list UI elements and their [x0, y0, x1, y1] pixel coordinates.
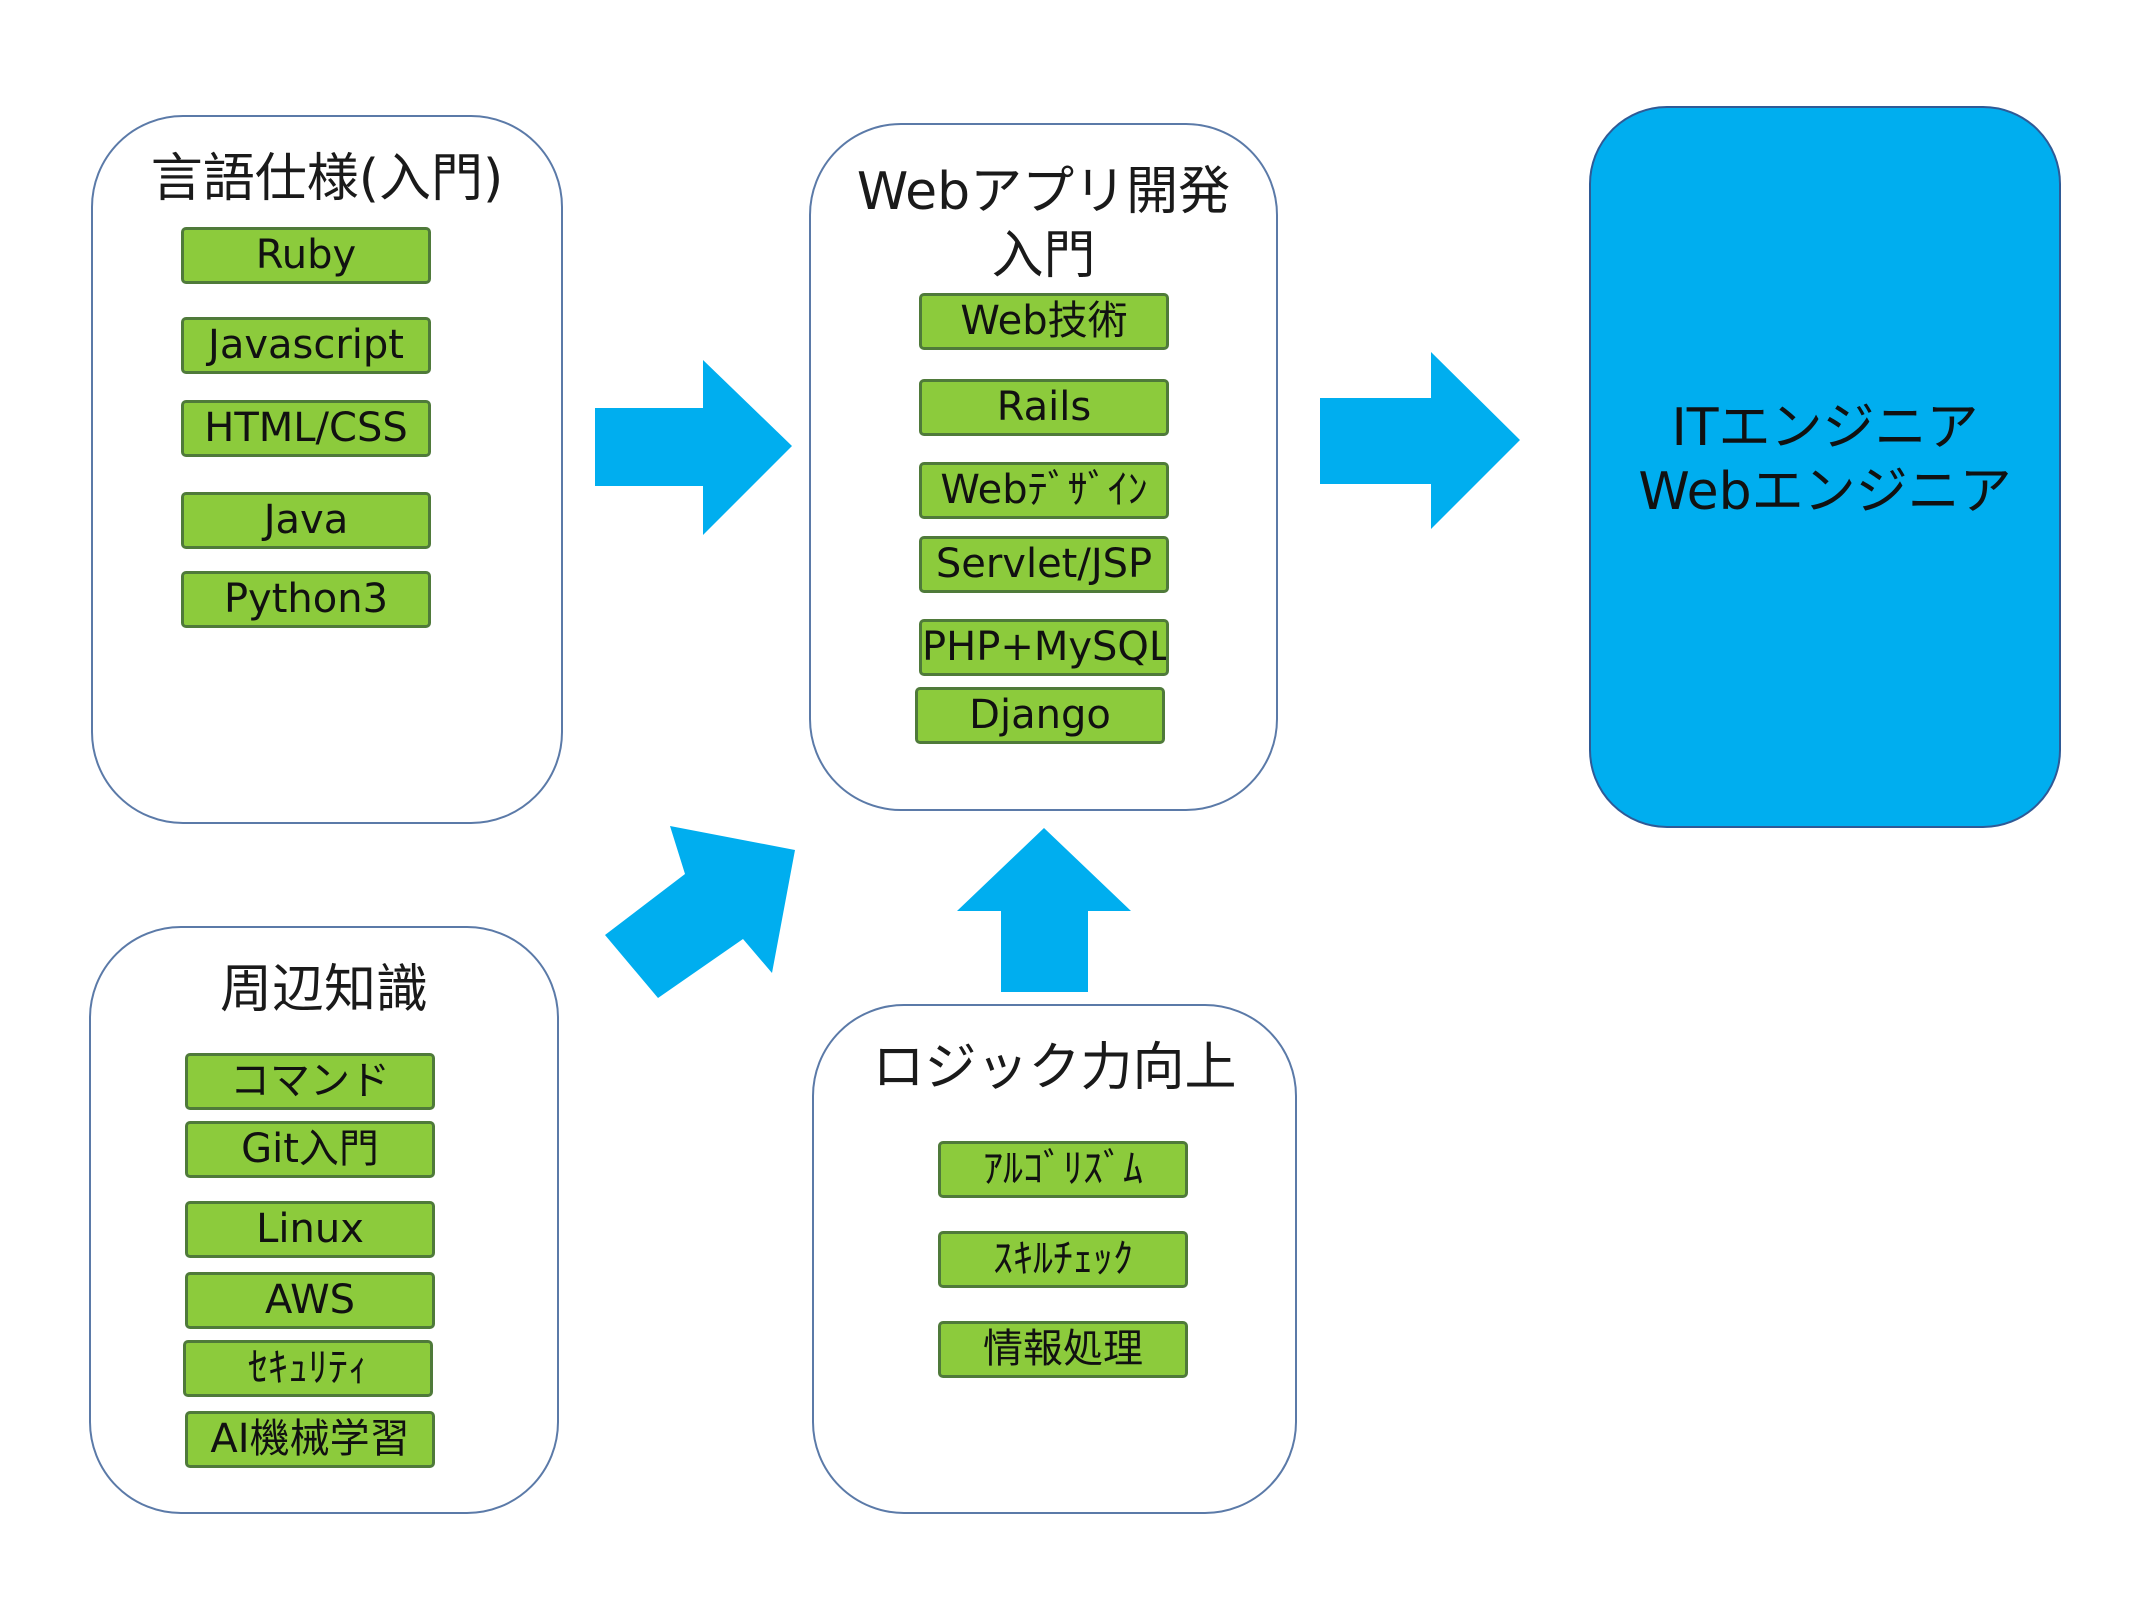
peripheral-knowledge-panel: 周辺知識 コマンド Git入門 Linux AWS ｾｷｭﾘﾃｨ AI機械学習 — [89, 926, 559, 1514]
arrow-right-1 — [595, 360, 792, 535]
panel-title: ロジック力向上 — [872, 1038, 1237, 1098]
skill-chip: コマンド — [185, 1053, 435, 1110]
arrow-up — [957, 828, 1131, 992]
skill-chip: Python3 — [181, 571, 431, 628]
language-basics-panel: 言語仕様(入門) Ruby Javascript HTML/CSS Java P… — [91, 115, 563, 824]
logic-panel: ロジック力向上 ｱﾙｺﾞﾘｽﾞﾑ ｽｷﾙﾁｪｯｸ 情報処理 — [812, 1004, 1297, 1514]
skill-chip: AWS — [185, 1272, 435, 1329]
skill-chip: AI機械学習 — [185, 1411, 435, 1468]
skill-chip: Webﾃﾞｻﾞｲﾝ — [919, 462, 1169, 519]
skill-chip: HTML/CSS — [181, 400, 431, 457]
panel-title: Webアプリ開発 入門 — [856, 162, 1231, 286]
skill-chip: Linux — [185, 1201, 435, 1258]
goal-box: ITエンジニア Webエンジニア — [1589, 106, 2061, 828]
skill-chip: Django — [915, 687, 1165, 744]
skill-chip: PHP+MySQL — [919, 619, 1169, 676]
skill-chip: Servlet/JSP — [919, 536, 1169, 593]
skill-chip: 情報処理 — [938, 1321, 1188, 1378]
web-dev-panel: Webアプリ開発 入門 Web技術 Rails Webﾃﾞｻﾞｲﾝ Servle… — [809, 123, 1278, 811]
skill-chip: ｱﾙｺﾞﾘｽﾞﾑ — [938, 1141, 1188, 1198]
arrow-right-2 — [1320, 352, 1520, 529]
skill-chip: Web技術 — [919, 293, 1169, 350]
skill-chip: ｾｷｭﾘﾃｨ — [183, 1340, 433, 1397]
skill-chip: Javascript — [181, 317, 431, 374]
arrow-diagonal — [605, 826, 795, 998]
skill-chip: ｽｷﾙﾁｪｯｸ — [938, 1231, 1188, 1288]
skill-chip: Rails — [919, 379, 1169, 436]
skill-chip: Java — [181, 492, 431, 549]
panel-title: 周辺知識 — [219, 960, 428, 1020]
skill-chip: Ruby — [181, 227, 431, 284]
skill-chip: Git入門 — [185, 1121, 435, 1178]
goal-text: ITエンジニア Webエンジニア — [1638, 398, 2012, 522]
panel-title: 言語仕様(入門) — [150, 149, 504, 209]
